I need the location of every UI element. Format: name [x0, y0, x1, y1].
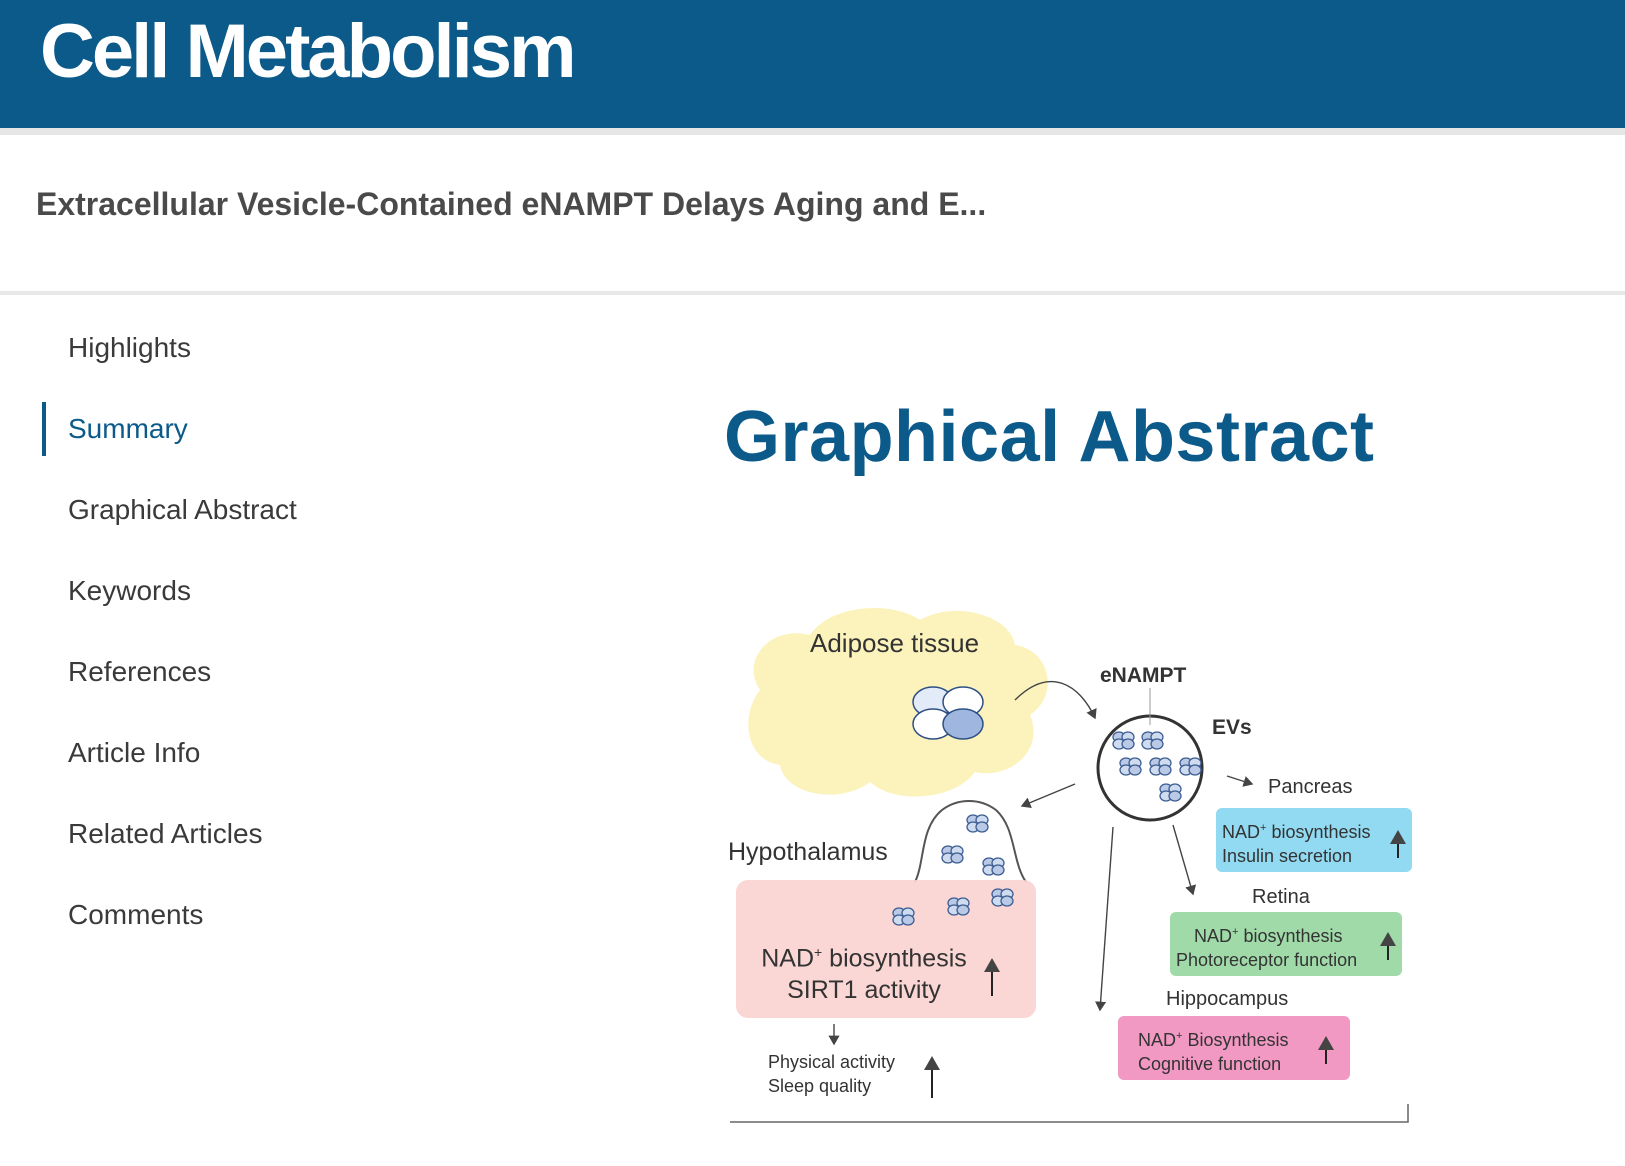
adipose-label: Adipose tissue: [810, 628, 980, 658]
hypo-biosynthesis: biosynthesis: [829, 944, 967, 973]
content-divider: [0, 291, 1625, 295]
pancreas-label: Pancreas: [1268, 776, 1353, 798]
pancreas-sup: +: [1260, 822, 1267, 834]
hippocampus-text: NAD+ Biosynthesis Cognitive function: [1138, 1024, 1289, 1076]
retina-nad: NAD: [1194, 926, 1233, 946]
hippo-cognitive: Cognitive function: [1138, 1054, 1282, 1074]
physical-text: Physical activity Sleep quality: [768, 1050, 895, 1098]
sleep-quality: Sleep quality: [768, 1076, 872, 1096]
nav-item-highlights[interactable]: Highlights: [68, 332, 191, 363]
hypothalamus-text: NAD+ biosynthesis SIRT1 activity: [754, 936, 974, 1006]
header-divider: [0, 128, 1625, 135]
retina-biosynthesis: biosynthesis: [1243, 926, 1343, 946]
pancreas-box: [1216, 808, 1412, 872]
hippo-nad: NAD: [1138, 1030, 1177, 1050]
hippo-sup: +: [1176, 1030, 1183, 1042]
hypo-sup: +: [814, 944, 823, 960]
pancreas-biosynthesis: biosynthesis: [1271, 822, 1371, 842]
retina-sup: +: [1232, 926, 1239, 938]
retina-photoreceptor: Photoreceptor function: [1176, 950, 1358, 970]
hypothalamus-outline: [914, 800, 1027, 883]
nav-item-summary[interactable]: Summary: [68, 413, 188, 444]
nav-item-graphical-abstract[interactable]: Graphical Abstract: [68, 494, 297, 525]
section-heading: Graphical Abstract: [724, 397, 1375, 477]
nav-item-keywords[interactable]: Keywords: [68, 575, 191, 606]
retina-box: [1170, 912, 1402, 976]
nav-item-related-articles[interactable]: Related Articles: [68, 818, 263, 849]
hippocampus-label: Hippocampus: [1166, 988, 1289, 1010]
bottom-bracket: [730, 1104, 1409, 1123]
graphical-abstract-figure[interactable]: Adipose tissue eNAMPT EVs Pancreas NAD+ …: [728, 600, 1470, 1166]
figure-artwork: [730, 608, 1412, 1123]
hippocampus-box: [1118, 1016, 1350, 1080]
pancreas-nad: NAD: [1222, 822, 1261, 842]
evs-label: EVs: [1212, 716, 1252, 739]
pancreas-insulin: Insulin secretion: [1222, 846, 1353, 866]
hypo-sirt1: SIRT1 activity: [787, 976, 941, 1005]
pancreas-text: NAD+ biosynthesis Insulin secretion: [1222, 816, 1371, 868]
hypo-nad: NAD: [761, 944, 815, 973]
adipose-protein-icon: [912, 686, 984, 740]
article-title: Extracellular Vesicle-Contained eNAMPT D…: [36, 186, 987, 222]
physical-activity: Physical activity: [768, 1052, 896, 1072]
nav-item-comments[interactable]: Comments: [68, 899, 204, 930]
nav-item-references[interactable]: References: [68, 656, 212, 687]
enampt-label: eNAMPT: [1100, 664, 1187, 687]
retina-label: Retina: [1252, 886, 1310, 908]
site-header: Cell Metabolism: [0, 0, 1625, 128]
retina-text: NAD+ biosynthesis Photoreceptor function: [1176, 920, 1357, 972]
arrow-to-evs: [1014, 681, 1097, 720]
nav-item-article-info[interactable]: Article Info: [68, 737, 201, 768]
adipose-cloud: [748, 608, 1048, 797]
hippo-biosynthesis: Biosynthesis: [1187, 1030, 1289, 1050]
journal-logo[interactable]: Cell Metabolism: [40, 9, 577, 94]
nav-active-indicator: [42, 402, 46, 456]
hypothalamus-label: Hypothalamus: [728, 838, 888, 866]
